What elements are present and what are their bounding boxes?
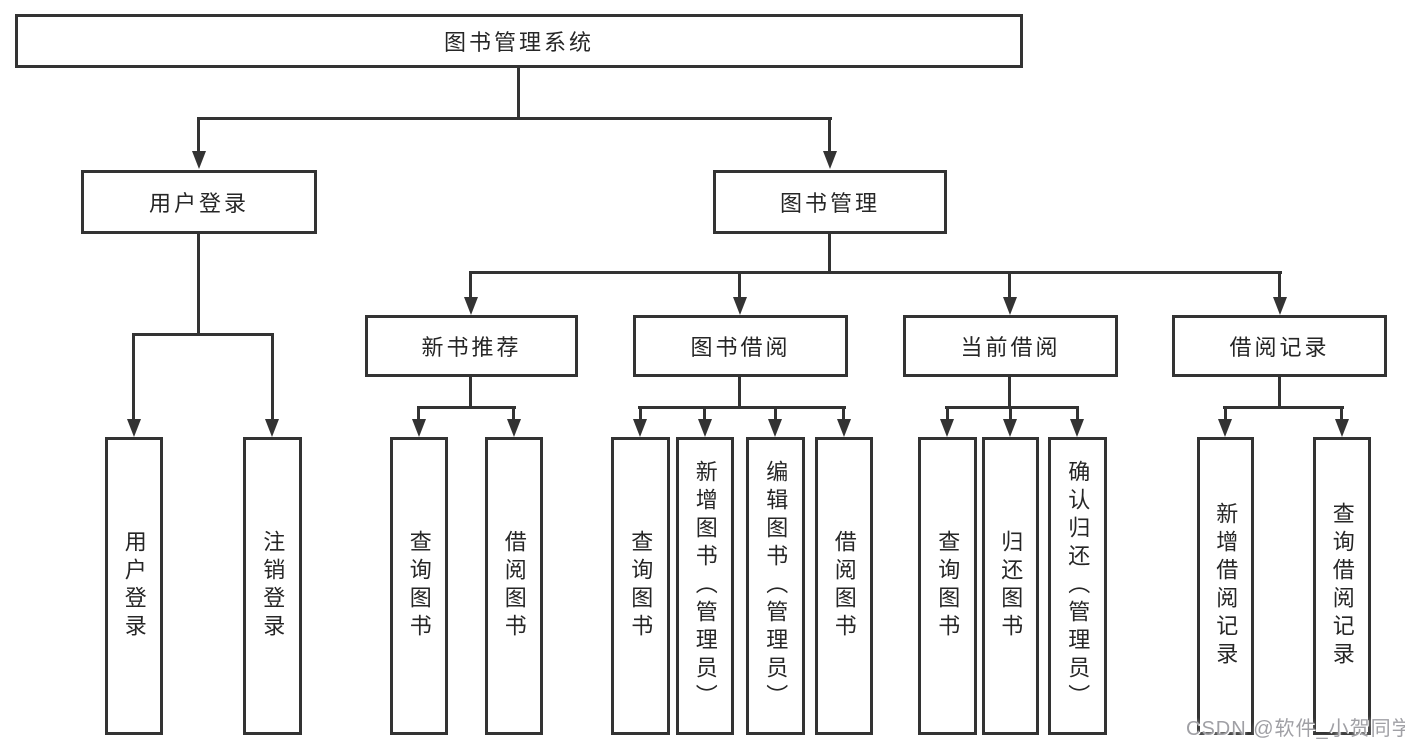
connector-line [638,406,846,409]
node-label: 查询图书 [406,530,432,642]
arrow-down-icon [265,419,279,437]
node-label: 归还图书 [998,530,1024,642]
connector-line [828,117,831,153]
connector-line [417,406,516,409]
arrow-down-icon [698,419,712,437]
connector-line [1008,377,1011,408]
arrow-down-icon [768,419,782,437]
connector-line [1278,271,1281,299]
leaf-add-borrow-record: 新增借阅记录 [1197,437,1254,735]
node-borrow-records: 借阅记录 [1172,315,1387,377]
node-label: 图书管理系统 [443,30,594,55]
leaf-user-login: 用户登录 [105,437,163,735]
arrow-down-icon [1003,297,1017,315]
node-label: 新书推荐 [421,335,522,360]
node-label: 借阅记录 [1229,335,1330,360]
csdn-watermark: CSDN @软件_小贺同学 [1186,718,1405,740]
arrow-down-icon [412,419,426,437]
arrow-down-icon [1070,419,1084,437]
node-book-management: 图书管理 [713,170,947,234]
leaf-add-books-admin: 新增图书（管理员） [676,437,734,735]
connector-line [639,406,642,421]
arrow-down-icon [940,419,954,437]
node-root: 图书管理系统 [15,14,1023,68]
connector-line [1076,406,1079,421]
connector-line [517,68,520,120]
leaf-current-query-books: 查询图书 [918,437,977,735]
connector-line [842,406,845,421]
connector-line [197,117,832,120]
connector-line [1008,271,1011,299]
node-label: 当前借阅 [960,335,1061,360]
node-label: 借阅图书 [501,530,527,642]
arrow-down-icon [192,151,206,169]
arrow-down-icon [633,419,647,437]
node-label: 新增图书（管理员） [692,460,718,712]
leaf-recommend-query-books: 查询图书 [390,437,448,735]
connector-line [197,117,200,153]
node-label: 借阅图书 [831,530,857,642]
arrow-down-icon [1218,419,1232,437]
node-label: 编辑图书（管理员） [763,460,789,712]
arrow-down-icon [733,297,747,315]
node-new-book-recommend: 新书推荐 [365,315,578,377]
connector-line [703,406,706,421]
connector-line [738,271,741,299]
arrow-down-icon [823,151,837,169]
arrow-down-icon [507,419,521,437]
connector-line [738,377,741,408]
node-book-borrow: 图书借阅 [633,315,848,377]
connector-line [271,333,274,421]
node-label: 查询图书 [935,530,961,642]
node-user-login: 用户登录 [81,170,317,234]
connector-line [469,271,472,299]
connector-line [132,333,274,336]
leaf-recommend-borrow-books: 借阅图书 [485,437,543,735]
connector-line [1278,377,1281,408]
connector-line [469,271,1282,274]
node-label: 用户登录 [148,191,249,216]
leaf-confirm-return-admin: 确认归还（管理员） [1048,437,1107,735]
connector-line [945,406,1079,409]
arrow-down-icon [837,419,851,437]
connector-line [774,406,777,421]
connector-line [1223,406,1344,409]
connector-line [946,406,949,421]
connector-line [1340,406,1343,421]
arrow-down-icon [127,419,141,437]
node-label: 查询借阅记录 [1329,502,1355,670]
arrow-down-icon [1003,419,1017,437]
connector-line [132,333,135,421]
node-label: 注销登录 [260,530,286,642]
node-label: 图书借阅 [690,335,791,360]
connector-line [1224,406,1227,421]
connector-line [828,234,831,274]
node-label: 确认归还（管理员） [1065,460,1091,712]
leaf-query-borrow-record: 查询借阅记录 [1313,437,1371,735]
arrow-down-icon [1273,297,1287,315]
connector-line [469,377,472,408]
node-label: 查询图书 [628,530,654,642]
connector-line [417,406,420,421]
leaf-edit-books-admin: 编辑图书（管理员） [746,437,805,735]
node-current-borrow: 当前借阅 [903,315,1118,377]
connector-line [512,406,515,421]
connector-line [197,234,200,335]
node-label: 用户登录 [121,530,147,642]
leaf-return-books: 归还图书 [982,437,1039,735]
leaf-logout: 注销登录 [243,437,302,735]
leaf-borrow-books: 借阅图书 [815,437,873,735]
arrow-down-icon [464,297,478,315]
connector-line [1009,406,1012,421]
node-label: 新增借阅记录 [1213,502,1239,670]
arrow-down-icon [1335,419,1349,437]
leaf-borrow-query-books: 查询图书 [611,437,670,735]
node-label: 图书管理 [779,191,880,216]
